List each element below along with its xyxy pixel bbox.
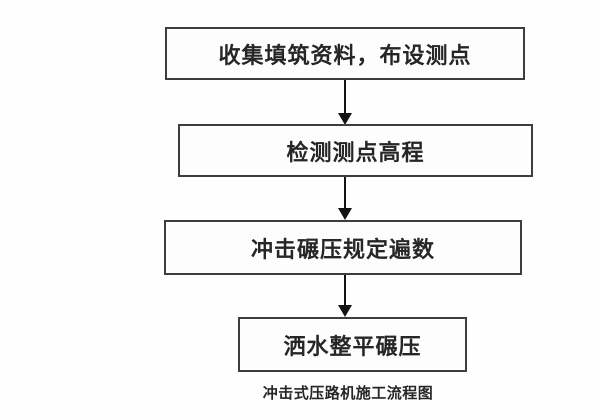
flow-step-water-leveling: 洒水整平碾压 [238,317,467,372]
flow-step-label: 检测测点高程 [286,139,425,165]
arrow-down-icon [338,113,352,125]
arrow-down-icon [338,208,352,220]
flow-step-collect-data: 收集填筑资料，布设测点 [165,27,525,80]
flow-arrow-1 [338,80,352,125]
flow-step-label: 冲击碾压规定遍数 [250,236,435,262]
flow-arrow-3 [338,275,352,317]
arrow-down-icon [338,305,352,317]
flow-step-check-elevation: 检测测点高程 [178,124,533,177]
arrow-stem [344,275,346,305]
flow-step-label: 收集填筑资料，布设测点 [218,42,472,68]
arrow-stem [344,177,346,208]
flow-arrow-2 [338,177,352,220]
arrow-stem [344,80,346,113]
flow-step-impact-rolling: 冲击碾压规定遍数 [164,220,522,275]
flow-step-label: 洒水整平碾压 [283,333,422,359]
flowchart-caption: 冲击式压路机施工流程图 [262,385,434,402]
